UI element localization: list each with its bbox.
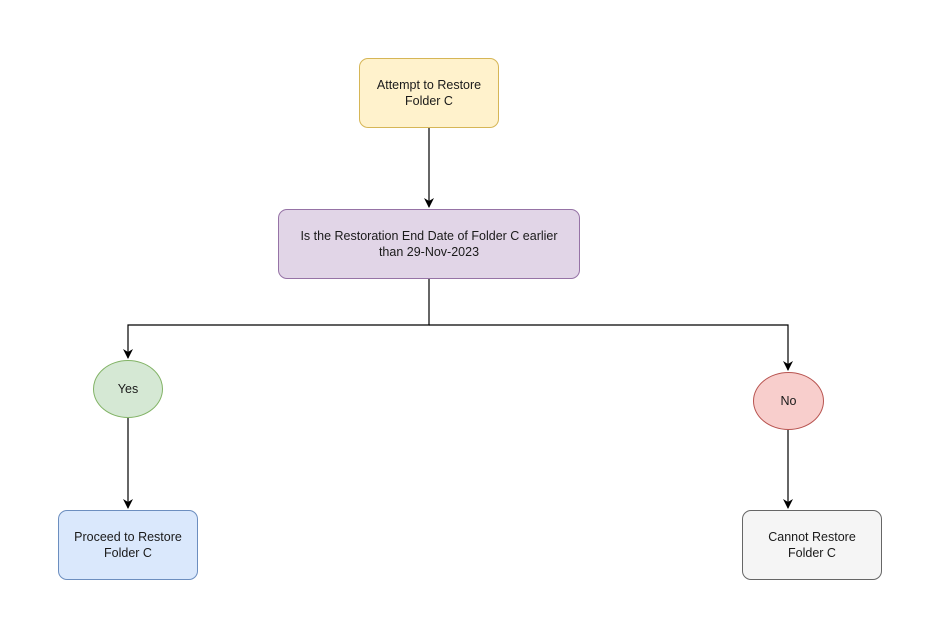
edge-decision-to-yes: [123, 279, 430, 359]
decision-node: Is the Restoration End Date of Folder C …: [278, 209, 580, 279]
cannot-restore-node: Cannot Restore Folder C: [742, 510, 882, 580]
proceed-node-label: Proceed to Restore Folder C: [74, 530, 182, 560]
cannot-restore-label: Cannot Restore Folder C: [768, 530, 856, 560]
decision-node-label: Is the Restoration End Date of Folder C …: [300, 229, 558, 259]
no-branch-node: No: [753, 372, 824, 430]
no-branch-label: No: [780, 394, 797, 408]
proceed-node: Proceed to Restore Folder C: [58, 510, 198, 580]
edge-decision-to-no: [429, 324, 793, 371]
yes-branch-label: Yes: [117, 382, 139, 396]
start-node: Attempt to Restore Folder C: [359, 58, 499, 128]
start-node-label: Attempt to Restore Folder C: [376, 78, 482, 108]
yes-branch-node: Yes: [93, 360, 163, 418]
